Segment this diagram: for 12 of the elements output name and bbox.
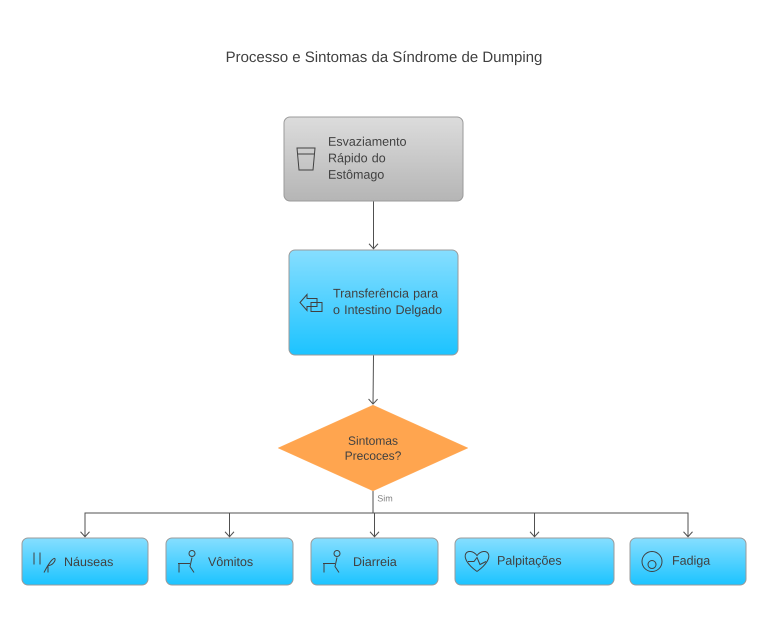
arrow [372, 490, 693, 538]
process-box: Esvaziamento Rápido do Estômago [284, 116, 464, 202]
arrow [368, 201, 378, 250]
process-box: Palpitações [454, 538, 614, 586]
edge-label: Sim [376, 494, 394, 502]
process-box: Diarreia [310, 538, 438, 586]
title: Processo e Sintomas da Síndrome de Dumping [226, 50, 542, 66]
arrow [368, 355, 378, 405]
process-box: Fadiga [630, 538, 746, 586]
process-box: Vômitos [166, 538, 294, 586]
process-box: Náuseas [22, 538, 148, 586]
process-box: Transferência para o Intestino Delgado [288, 250, 458, 356]
